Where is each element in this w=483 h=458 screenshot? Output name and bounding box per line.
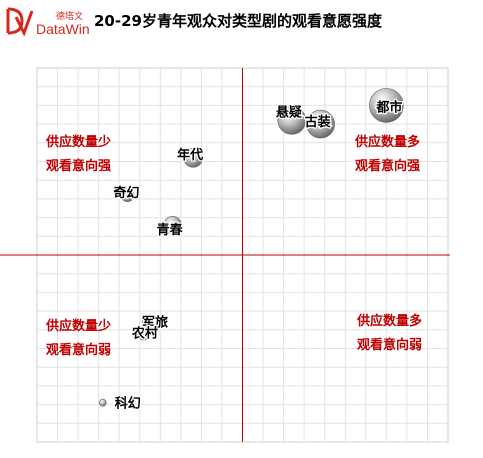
quadrant-label-bottom-left-line-1: 供应数量少 bbox=[45, 318, 111, 334]
bubble-label-7: 军旅 bbox=[142, 314, 168, 330]
logo-chinese-text: 德塔文 bbox=[56, 12, 84, 22]
bubble-8 bbox=[137, 326, 151, 341]
bubble-label-4: 年代 bbox=[177, 147, 203, 163]
bubble-label-6: 青春 bbox=[157, 222, 184, 238]
logo-english-text: DataWin bbox=[36, 21, 90, 37]
bubble-label-2: 悬疑 bbox=[276, 104, 302, 120]
bubble-label-5: 奇幻 bbox=[113, 185, 139, 201]
quadrant-label-top-left-line-2: 观看意向强 bbox=[46, 158, 111, 174]
quadrant-label-top-right-line-2: 观看意向强 bbox=[355, 158, 420, 174]
quadrant-dividers bbox=[0, 68, 450, 442]
bubble-label-8: 农村 bbox=[131, 326, 158, 342]
bubble-9 bbox=[98, 398, 107, 407]
datawin-logo-mark-icon bbox=[6, 7, 34, 36]
quadrant-label-bottom-left-line-2: 观看意向弱 bbox=[46, 342, 111, 358]
bubble-5 bbox=[120, 188, 135, 202]
bubble-2 bbox=[277, 106, 307, 135]
datawin-logo: 德塔文 DataWin bbox=[2, 4, 90, 38]
bubble-3 bbox=[306, 109, 335, 139]
quadrant-label-bottom-right-line-2: 观看意向弱 bbox=[357, 337, 422, 353]
bubble-7 bbox=[141, 316, 155, 329]
bubble-4 bbox=[183, 147, 203, 168]
quadrant-label-bottom-right-line-1: 供应数量多 bbox=[356, 313, 422, 329]
chart-title: 20-29岁青年观众对类型剧的观看意愿强度 bbox=[94, 12, 382, 30]
bubble-label-3: 古装 bbox=[305, 114, 331, 130]
quadrant-label-top-left-line-1: 供应数量少 bbox=[45, 134, 111, 150]
bubble-label-9: 科幻 bbox=[115, 396, 141, 412]
quadrant-label-top-right-line-1: 供应数量多 bbox=[354, 134, 420, 150]
bubble-1 bbox=[369, 88, 404, 123]
bubble-label-1: 都市 bbox=[375, 99, 402, 115]
bubble-6 bbox=[163, 216, 182, 235]
